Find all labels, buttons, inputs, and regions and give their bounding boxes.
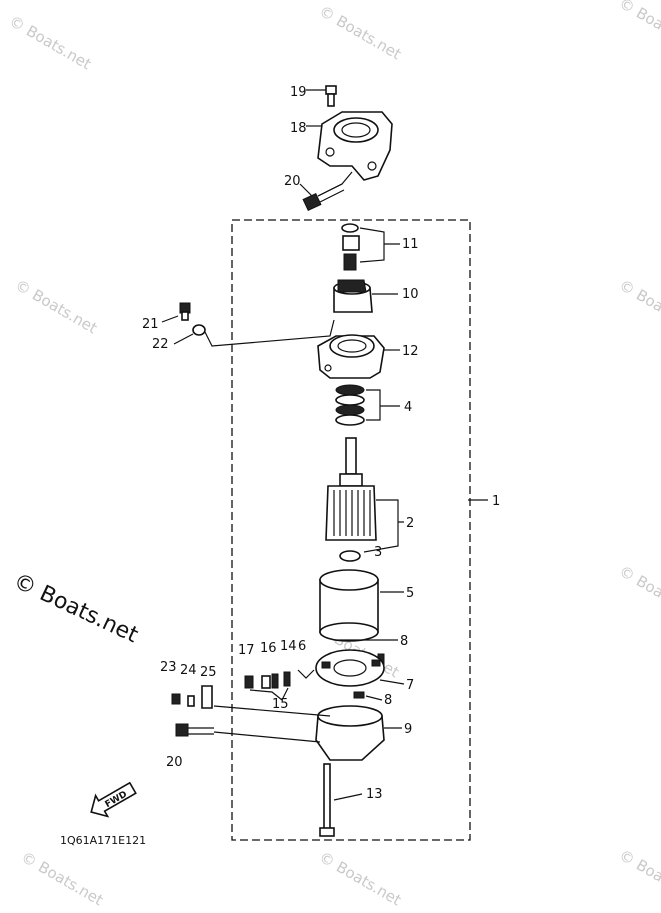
- callout-18: 18: [290, 121, 307, 136]
- callout-17: 17: [238, 643, 255, 658]
- part-8-screw-lower: [353, 691, 365, 699]
- part-23: [171, 693, 181, 705]
- callout-8-upper: 8: [400, 634, 408, 649]
- callout-16: 16: [260, 641, 277, 656]
- watermark: © Boats.net: [616, 562, 661, 623]
- callout-3: 3: [374, 545, 382, 560]
- terminal-parts: [171, 685, 213, 709]
- callout-4: 4: [404, 400, 412, 415]
- watermark: © Boats.net: [18, 848, 106, 909]
- watermark: © Boats.net: [316, 2, 404, 63]
- callout-11: 11: [402, 237, 419, 252]
- part-18-bracket: [317, 111, 393, 181]
- part-22-washer: [192, 324, 206, 336]
- brush-parts-row: [244, 669, 315, 689]
- part-11-stop-collar-set: [341, 223, 360, 271]
- callout-14: 14: [280, 639, 297, 654]
- watermark: © Boats.net: [616, 0, 661, 55]
- leader-lines: [161, 89, 488, 801]
- part-16b: [271, 673, 279, 689]
- part-5-yoke: [319, 569, 379, 642]
- diagram-code: 1Q61A171E121: [60, 834, 146, 847]
- part-20-bolt-lower: [175, 723, 214, 737]
- part-2-armature: [325, 437, 377, 541]
- callout-1: 1: [492, 494, 500, 509]
- part-25: [201, 685, 213, 709]
- callout-23: 23: [160, 660, 177, 675]
- callout-2: 2: [406, 516, 414, 531]
- watermark: © Boats.net: [616, 276, 661, 337]
- callout-labels: 19 18 20 11 10 21 22 12 4 1 2 3 5 8 17 1…: [142, 85, 500, 802]
- callout-20-lower: 20: [166, 755, 183, 770]
- callout-12: 12: [402, 344, 419, 359]
- callout-5: 5: [406, 586, 414, 601]
- assembly-boundary: [231, 219, 471, 841]
- watermark-bold: © Boats.net: [9, 569, 142, 649]
- callout-8-lower: 8: [384, 693, 392, 708]
- callout-15: 15: [272, 697, 289, 712]
- part-16: [261, 675, 271, 689]
- callout-22: 22: [152, 337, 169, 352]
- part-14: [283, 671, 291, 687]
- callout-19: 19: [290, 85, 307, 100]
- part-10-pinion: [333, 279, 373, 313]
- callout-10: 10: [402, 287, 419, 302]
- part-21-bolt: [179, 302, 191, 321]
- part-7-brush-holder: [315, 649, 385, 687]
- part-19-bolt: [325, 85, 337, 107]
- watermark: © Boats.net: [616, 846, 661, 907]
- callout-6: 6: [298, 639, 306, 654]
- part-6: [297, 669, 315, 679]
- callout-25: 25: [200, 665, 217, 680]
- part-17: [244, 675, 254, 689]
- callout-21: 21: [142, 317, 159, 332]
- part-13-through-bolt: [319, 763, 335, 837]
- watermark: © Boats.net: [316, 848, 404, 909]
- part-3-washer: [339, 550, 361, 562]
- watermark: © Boats.net: [6, 12, 94, 73]
- part-12-housing: [317, 334, 385, 379]
- watermark: © Boats.net: [12, 276, 100, 337]
- callout-20: 20: [284, 174, 301, 189]
- callout-24: 24: [180, 663, 197, 678]
- callout-13: 13: [366, 787, 383, 802]
- fwd-arrow-icon: FWD: [90, 781, 137, 818]
- part-24: [187, 695, 195, 707]
- callout-9: 9: [404, 722, 412, 737]
- callout-7: 7: [406, 678, 414, 693]
- part-9-end-cover: [315, 705, 385, 761]
- part-20-bolt-upper: [302, 183, 345, 212]
- part-4-brake-set: [335, 384, 365, 426]
